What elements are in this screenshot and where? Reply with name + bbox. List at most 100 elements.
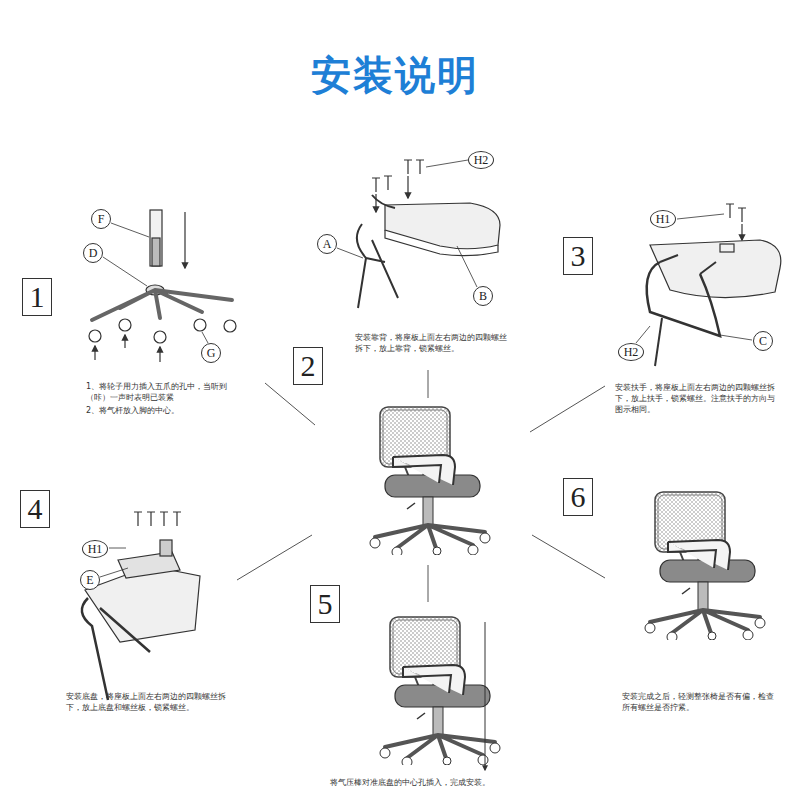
leader-lines-part xyxy=(111,223,149,237)
step3-figure-part xyxy=(741,224,742,240)
step4-figure-part xyxy=(85,566,200,642)
part-callout: D xyxy=(83,243,103,263)
chair-figures-part xyxy=(645,492,765,642)
leader-lines-part xyxy=(109,548,126,549)
part-letter: G xyxy=(207,347,216,359)
step1-figure-part xyxy=(184,212,185,268)
step-number: 4 xyxy=(28,494,43,524)
step-number: 1 xyxy=(30,282,45,312)
step1-figure-part xyxy=(152,238,160,266)
leader-lines-part xyxy=(677,214,724,219)
part-letter: H2 xyxy=(624,346,639,358)
step1-figure-part xyxy=(119,319,131,331)
step1-figure-part xyxy=(92,290,232,320)
step-caption: 将气压棒对准底盘的中心孔插入，完成安装。 xyxy=(330,778,530,789)
chair-figures-part xyxy=(370,407,490,557)
leader-lines-part xyxy=(337,248,363,258)
part-callout: F xyxy=(91,209,111,229)
part-letter: H1 xyxy=(656,213,671,225)
step1-figure-part xyxy=(150,210,162,266)
part-callout: C xyxy=(753,331,773,351)
radial-lines-part xyxy=(237,535,312,580)
step2-figure-part xyxy=(385,230,498,256)
radial-lines-part xyxy=(428,370,429,398)
step3-figure-part xyxy=(660,255,716,274)
step-caption: 2、将气杆放入脚的中心。 xyxy=(86,406,251,417)
step1-figure-part xyxy=(124,335,125,348)
step3-figure-part xyxy=(647,262,720,336)
leader-lines-part xyxy=(636,326,650,343)
step1-figure-part xyxy=(159,347,160,362)
step-number: 3 xyxy=(571,241,586,271)
step-number: 2 xyxy=(301,351,316,381)
step-number-box: 1 xyxy=(22,278,52,316)
part-letter: D xyxy=(89,247,98,259)
leader-lines xyxy=(100,160,752,577)
step1-figure xyxy=(89,210,236,362)
part-callout: G xyxy=(201,343,221,363)
leader-lines-part xyxy=(202,332,208,343)
radial-lines-part xyxy=(530,386,605,432)
step-caption: 安装底盘，将座板上面左右两边的四颗螺丝拆下，放上底盘和螺丝板，锁紧螺丝。 xyxy=(66,692,234,714)
step3-figure-part xyxy=(650,240,781,298)
step4-figure-part xyxy=(160,540,172,556)
step1-figure-part xyxy=(154,331,166,343)
step-caption: 安装靠背，将座板上面左右两边的四颗螺丝拆下，放上靠背，锁紧螺丝。 xyxy=(355,333,507,355)
part-callout: H1 xyxy=(650,210,676,228)
chair-figures-part xyxy=(485,622,486,770)
step2-figure-part xyxy=(385,203,500,249)
page-title: 安装说明 xyxy=(0,48,790,103)
step4-figure-part xyxy=(134,512,181,526)
step3-figure-part xyxy=(655,318,662,366)
step1-figure-part xyxy=(89,330,101,342)
step-number-box: 5 xyxy=(310,585,340,623)
step4-figure xyxy=(82,512,200,700)
part-letter: A xyxy=(323,238,332,250)
step2-figure-part xyxy=(357,224,398,308)
chair-figures-part xyxy=(380,617,500,767)
step4-figure-part xyxy=(82,598,150,700)
radial-lines xyxy=(237,370,605,602)
step-number: 6 xyxy=(571,482,586,512)
part-letter: H1 xyxy=(88,543,103,555)
step1-figure-part xyxy=(94,346,95,360)
step-caption: 1、将轮子用力插入五爪的孔中，当听到（咔）一声时表明已装紧 xyxy=(86,382,251,404)
step-number-box: 3 xyxy=(563,237,593,275)
radial-lines-part xyxy=(265,383,315,425)
step-number-box: 2 xyxy=(293,347,323,385)
step2-figure-part xyxy=(407,176,408,198)
step2-figure-part xyxy=(375,194,376,212)
part-letter: E xyxy=(86,574,93,586)
chair-figures xyxy=(370,407,765,770)
step1-figure-part xyxy=(224,320,236,332)
step2-figure xyxy=(357,160,500,308)
part-letter: B xyxy=(479,290,487,302)
step-caption: 安装完成之后，轻测整张椅是否有偏，检查所有螺丝是否拧紧。 xyxy=(622,692,777,714)
step-number-box: 4 xyxy=(20,490,50,528)
radial-lines-part xyxy=(428,565,429,602)
part-letter: F xyxy=(98,213,105,225)
radial-lines-part xyxy=(532,535,605,578)
step3-figure xyxy=(647,204,781,366)
step2-figure-part xyxy=(372,160,424,192)
step1-figure-part xyxy=(194,319,206,331)
leader-lines-part xyxy=(426,160,468,167)
leader-lines-part xyxy=(100,568,128,577)
part-callout: H1 xyxy=(82,540,108,558)
part-callout: H2 xyxy=(468,151,494,169)
part-callout: B xyxy=(473,286,493,306)
part-callout: H2 xyxy=(618,343,644,361)
step-number-box: 6 xyxy=(563,478,593,516)
leader-lines-part xyxy=(103,257,147,286)
step-caption: 安装扶手，将座板上面左右两边的四颗螺丝拆下，放上扶手，锁紧螺丝。注意扶手的方向与… xyxy=(615,383,780,415)
part-letter: H2 xyxy=(474,154,489,166)
leader-lines-part xyxy=(720,335,752,340)
step-number: 5 xyxy=(318,589,333,619)
part-letter: C xyxy=(759,335,767,347)
leader-lines-part xyxy=(457,246,477,287)
part-callout: E xyxy=(80,570,100,590)
part-callout: A xyxy=(317,234,337,254)
step3-figure-part xyxy=(720,244,734,252)
step3-figure-part xyxy=(726,204,746,222)
